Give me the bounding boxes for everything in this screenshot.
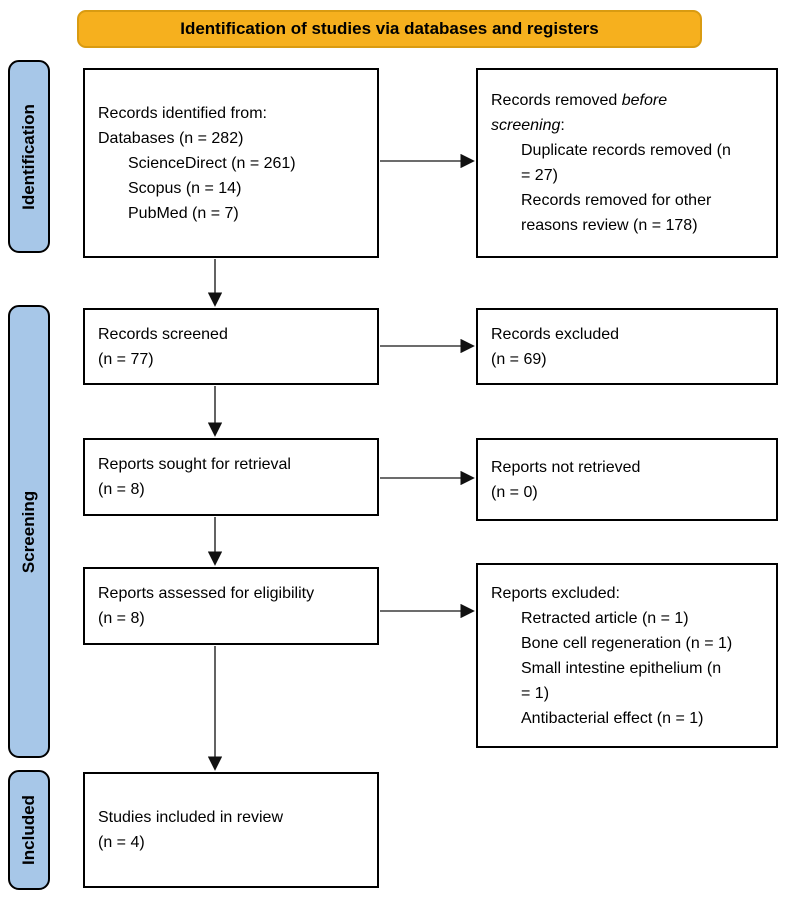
- records-screened-text: Records screened (n = 77): [98, 322, 369, 372]
- stage-identification-label: Identification: [19, 103, 38, 210]
- text-line: (n = 8): [98, 610, 145, 627]
- text-line: Records identified from:: [98, 104, 267, 122]
- text-line: Databases (n = 282): [98, 129, 244, 147]
- reports-excluded-text: Reports excluded: Retracted article (n = …: [491, 581, 768, 731]
- text-line: Studies included in review: [98, 809, 283, 826]
- reports-excluded-box: Reports excluded: Retracted article (n = …: [476, 563, 778, 748]
- studies-included-text: Studies included in review (n = 4): [98, 805, 369, 855]
- text-line: (n = 69): [491, 350, 547, 368]
- text-line: Records removed for other: [521, 192, 712, 209]
- text-line: (n = 4): [98, 834, 145, 851]
- text-line: PubMed (n = 7): [128, 204, 239, 222]
- text-line: Records removed before: [491, 92, 668, 109]
- reports-sought-text: Reports sought for retrieval (n = 8): [98, 452, 369, 502]
- text-line: Records excluded: [491, 325, 620, 343]
- text-line: screening:: [491, 117, 565, 134]
- reports-not-retrieved-text: Reports not retrieved (n = 0): [491, 455, 768, 505]
- text-line: Duplicate records removed (n: [521, 142, 731, 159]
- stage-included: Included: [8, 770, 50, 890]
- text-line: Reports not retrieved: [491, 458, 641, 476]
- stage-screening: Screening: [8, 305, 50, 758]
- text-line: Antibacterial effect (n = 1): [521, 709, 704, 727]
- records-removed-box: Records removed before screening: Duplicat…: [476, 68, 778, 258]
- text-line: = 1): [521, 684, 550, 702]
- stage-included-label: Included: [19, 795, 38, 865]
- stage-identification: Identification: [8, 60, 50, 253]
- records-excluded-text: Records excluded (n = 69): [491, 322, 768, 372]
- records-screened-box: Records screened (n = 77): [83, 308, 379, 385]
- records-identified-box: Records identified from: Databases (n = 2…: [83, 68, 379, 258]
- studies-included-box: Studies included in review (n = 4): [83, 772, 379, 888]
- records-identified-text: Records identified from: Databases (n = 2…: [98, 101, 369, 226]
- text-line: Bone cell regeneration (n = 1): [521, 634, 733, 652]
- text-line: (n = 77): [98, 350, 154, 368]
- stage-screening-label: Screening: [19, 490, 39, 573]
- records-removed-text: Records removed before screening: Duplicat…: [491, 88, 768, 238]
- reports-sought-box: Reports sought for retrieval (n = 8): [83, 438, 379, 516]
- reports-assessed-box: Reports assessed for eligibility (n = 8): [83, 567, 379, 645]
- banner: Identification of studies via databases …: [77, 10, 702, 48]
- reports-assessed-text: Reports assessed for eligibility (n = 8): [98, 581, 369, 631]
- text-line: Reports sought for retrieval: [98, 456, 291, 473]
- records-excluded-box: Records excluded (n = 69): [476, 308, 778, 385]
- text-line: = 27): [521, 167, 558, 184]
- text-line: Scopus (n = 14): [128, 179, 242, 197]
- text-line: reasons review (n = 178): [521, 217, 698, 234]
- reports-not-retrieved-box: Reports not retrieved (n = 0): [476, 438, 778, 521]
- text-line: Retracted article (n = 1): [521, 609, 689, 627]
- text-line: (n = 8): [98, 481, 145, 498]
- text-line: Reports excluded:: [491, 584, 620, 602]
- text-line: Reports assessed for eligibility: [98, 585, 315, 602]
- text-line: ScienceDirect (n = 261): [128, 154, 296, 172]
- text-line: Records screened: [98, 325, 228, 343]
- text-line: Small intestine epithelium (n: [521, 659, 722, 677]
- text-line: (n = 0): [491, 483, 538, 501]
- banner-label: Identification of studies via databases …: [180, 19, 599, 38]
